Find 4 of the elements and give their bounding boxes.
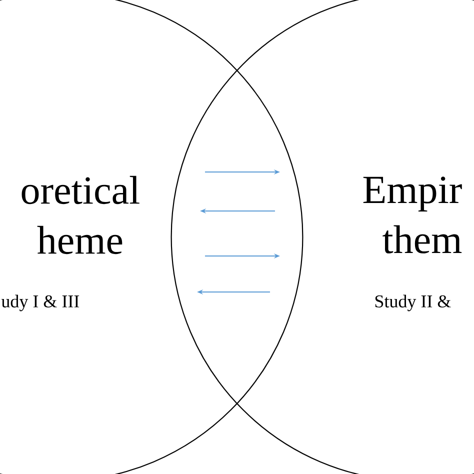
study-label: Study II & [375,294,451,312]
study-label: udy I & III [1,294,80,312]
circle-title: oretical heme [22,176,140,254]
circle-title: Empir them [363,176,462,254]
